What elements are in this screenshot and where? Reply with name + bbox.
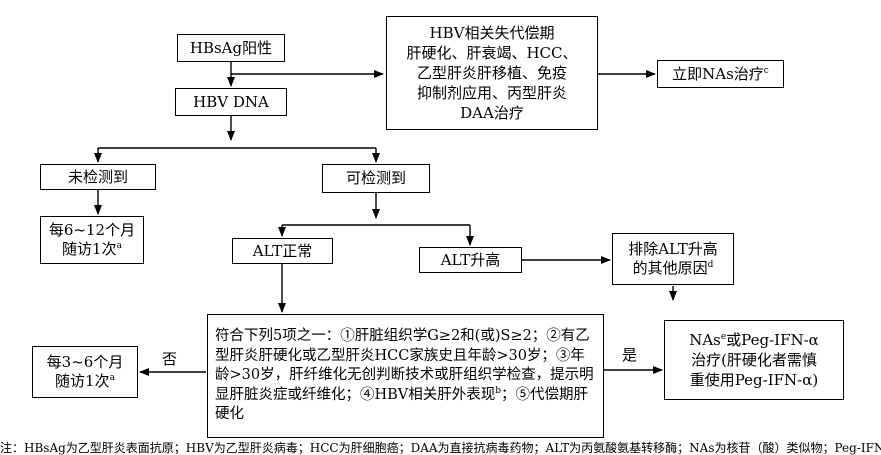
node-alt-high-label: ALT升高 [440,250,501,269]
node-criteria-text: 符合下列5项之一：①肝脏组织学G≥2和(或)S≥2；②有乙型肝炎肝硬化或乙型肝炎… [215,328,594,403]
node-hbv-dna-label: HBV DNA [193,92,269,111]
node-special-population: HBV相关失代偿期 肝硬化、肝衰竭、HCC、 乙型肝炎肝移植、免疫 抑制剂应用、… [386,16,598,130]
node-alt-normal: ALT正常 [232,238,333,264]
node-treatment-rest: 或Peg-IFN-α 治疗(肝硬化者需慎 重使用Peg-IFN-α) [689,331,819,389]
node-hbsag-label: HBsAg阳性 [189,38,273,57]
node-exclude-label: 排除ALT升高 的其他原因 [628,240,718,277]
node-special-population-label: HBV相关失代偿期 肝硬化、肝衰竭、HCC、 乙型肝炎肝移植、免疫 抑制剂应用、… [406,24,578,122]
node-alt-normal-label: ALT正常 [252,241,313,260]
node-nas-immediate-sup: c [763,65,769,76]
node-followup-3-6-label: 每3~6个月 随访1次 [46,353,124,390]
node-nas-immediate-label: 立即NAs治疗 [672,64,764,83]
node-criteria-sup: b [495,385,502,396]
node-treatment-nas: NAs [689,331,721,349]
node-treatment: NAse或Peg-IFN-α 治疗(肝硬化者需慎 重使用Peg-IFN-α) [664,320,844,400]
node-followup-3-6-sup: a [109,373,115,383]
node-followup-6-12-label: 每6~12个月 随访1次 [48,221,136,258]
node-undetected-label: 未检测到 [67,167,128,186]
node-detected-label: 可检测到 [345,169,406,187]
node-criteria: 符合下列5项之一：①肝脏组织学G≥2和(或)S≥2；②有乙型肝炎肝硬化或乙型肝炎… [207,314,604,438]
edge-label-yes: 是 [622,346,638,364]
node-criteria-text-end: ；⑤代偿期肝硬化 [215,386,589,423]
node-treatment-sup: e [720,332,727,342]
node-followup-3-6: 每3~6个月 随访1次a [32,346,138,398]
node-undetected: 未检测到 [40,164,156,190]
node-hbv-dna: HBV DNA [175,88,287,116]
figure-caption-fragment: 注：HBsAg为乙型肝炎表面抗原；HBV为乙型肝炎病毒；HCC为肝细胞癌；DAA… [0,441,881,455]
node-hbsag-positive: HBsAg阳性 [177,34,285,62]
node-exclude-other-causes: 排除ALT升高 的其他原因d [612,233,734,285]
edge-label-no: 否 [162,350,178,368]
node-detected: 可检测到 [322,164,430,193]
node-alt-high: ALT升高 [419,247,522,273]
node-followup-6-12-sup: a [116,241,122,251]
node-nas-immediate: 立即NAs治疗c [657,60,784,88]
node-exclude-sup: d [707,260,714,270]
node-followup-6-12: 每6~12个月 随访1次a [40,216,144,264]
